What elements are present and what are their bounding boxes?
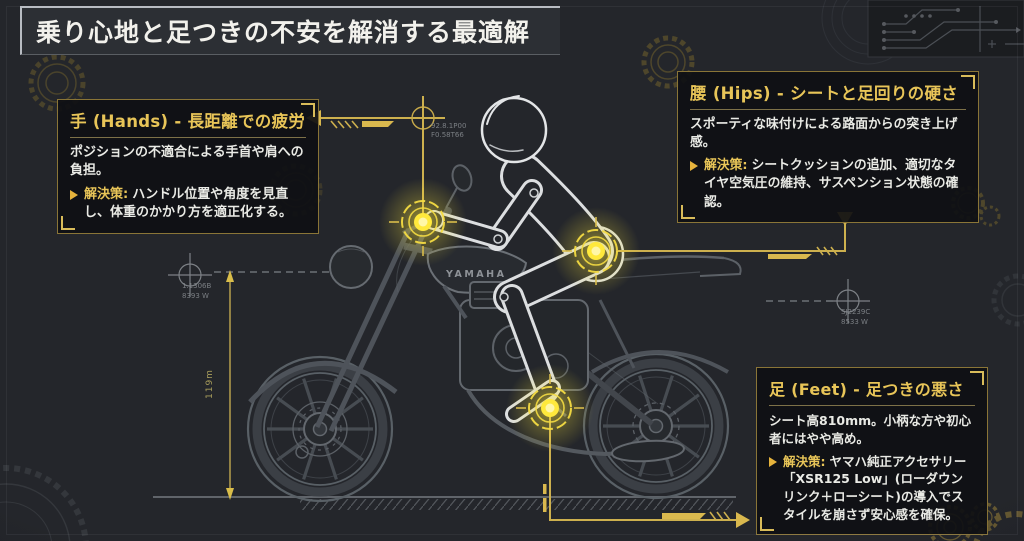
solution-text: 解決策:シートクッションの追加、適切なタイヤ空気圧の維持、サスペンション状態の確… [704, 157, 966, 211]
glow-point-hands [378, 177, 468, 267]
ref-right-line2: 8533 W [841, 318, 868, 326]
page-title: 乗り心地と足つきの不安を解消する最適解 [36, 18, 531, 47]
glow-point-hips [551, 206, 641, 296]
height-dimension-line: 119m [205, 270, 234, 500]
gear-icon [0, 465, 89, 541]
solution-label: 解決策: [84, 186, 129, 202]
ref-top-line1: 92.8.1P00 [431, 122, 466, 130]
solution-text: 解決策:ヤマハ純正アクセサリー「XSR125 Low」(ローダウンリンク＋ローシ… [783, 453, 975, 524]
height-dimension-label: 119m [205, 369, 215, 399]
helmet [480, 96, 548, 164]
ref-right-line1: SJ2239C [841, 308, 870, 316]
callout-hips-body: スポーティな味付けによる路面からの突き上げ感。 [690, 117, 958, 151]
headlight [329, 245, 373, 289]
page-title-bar: 乗り心地と足つきの不安を解消する最適解 [20, 6, 560, 55]
divider [70, 137, 306, 138]
callout-feet: 足 (Feet) - 足つきの悪さ シート高810mm。小柄な方や初心者にはやや… [756, 367, 988, 535]
callout-hands: 手 (Hands) - 長距離での疲労 ポジションの不適合による手首や肩への負担… [57, 99, 319, 234]
callout-hips: 腰 (Hips) - シートと足回りの硬さ スポーティな味付けによる路面からの突… [677, 71, 979, 223]
gear-icon [991, 273, 1024, 327]
divider [690, 109, 966, 110]
glow-point-feet [505, 363, 595, 453]
callout-hands-title: 手 (Hands) - 長距離での疲労 [70, 112, 306, 131]
callout-feet-title: 足 (Feet) - 足つきの悪さ [769, 380, 964, 399]
callout-feet-solution: 解決策:ヤマハ純正アクセサリー「XSR125 Low」(ローダウンリンク＋ローシ… [769, 453, 975, 524]
callout-hips-solution: 解決策:シートクッションの追加、適切なタイヤ空気圧の維持、サスペンション状態の確… [690, 157, 966, 211]
motorcycle-illustration: YAMAHA [248, 164, 742, 501]
solution-text: 解決策:ハンドル位置や角度を見直し、体重のかかり方を適正化する。 [84, 186, 306, 223]
divider [769, 405, 975, 406]
callout-feet-body: シート高810mm。小柄な方や初心者にはやや高め。 [769, 413, 972, 446]
tank-brand-label: YAMAHA [445, 269, 506, 280]
solution-arrow-icon [769, 456, 777, 467]
solution-arrow-icon [690, 161, 698, 172]
solution-label: 解決策: [783, 453, 826, 469]
ref-top-line2: F0.58T66 [431, 131, 464, 139]
solution-arrow-icon [70, 189, 78, 200]
ground-hatching [300, 499, 733, 510]
mirror [451, 164, 473, 192]
callout-hips-title: 腰 (Hips) - シートと足回りの硬さ [690, 84, 959, 103]
circuit-decoration [821, 0, 1024, 65]
callout-hands-body: ポジションの不適合による手首や肩への負担。 [70, 145, 304, 179]
solution-label: 解決策: [704, 158, 748, 174]
ground-line [153, 496, 736, 510]
ref-left-line1: 1.1306B [182, 282, 211, 290]
muffler [611, 439, 685, 463]
callout-hands-solution: 解決策:ハンドル位置や角度を見直し、体重のかかり方を適正化する。 [70, 186, 306, 223]
ref-left-line2: 8393 W [182, 292, 209, 300]
